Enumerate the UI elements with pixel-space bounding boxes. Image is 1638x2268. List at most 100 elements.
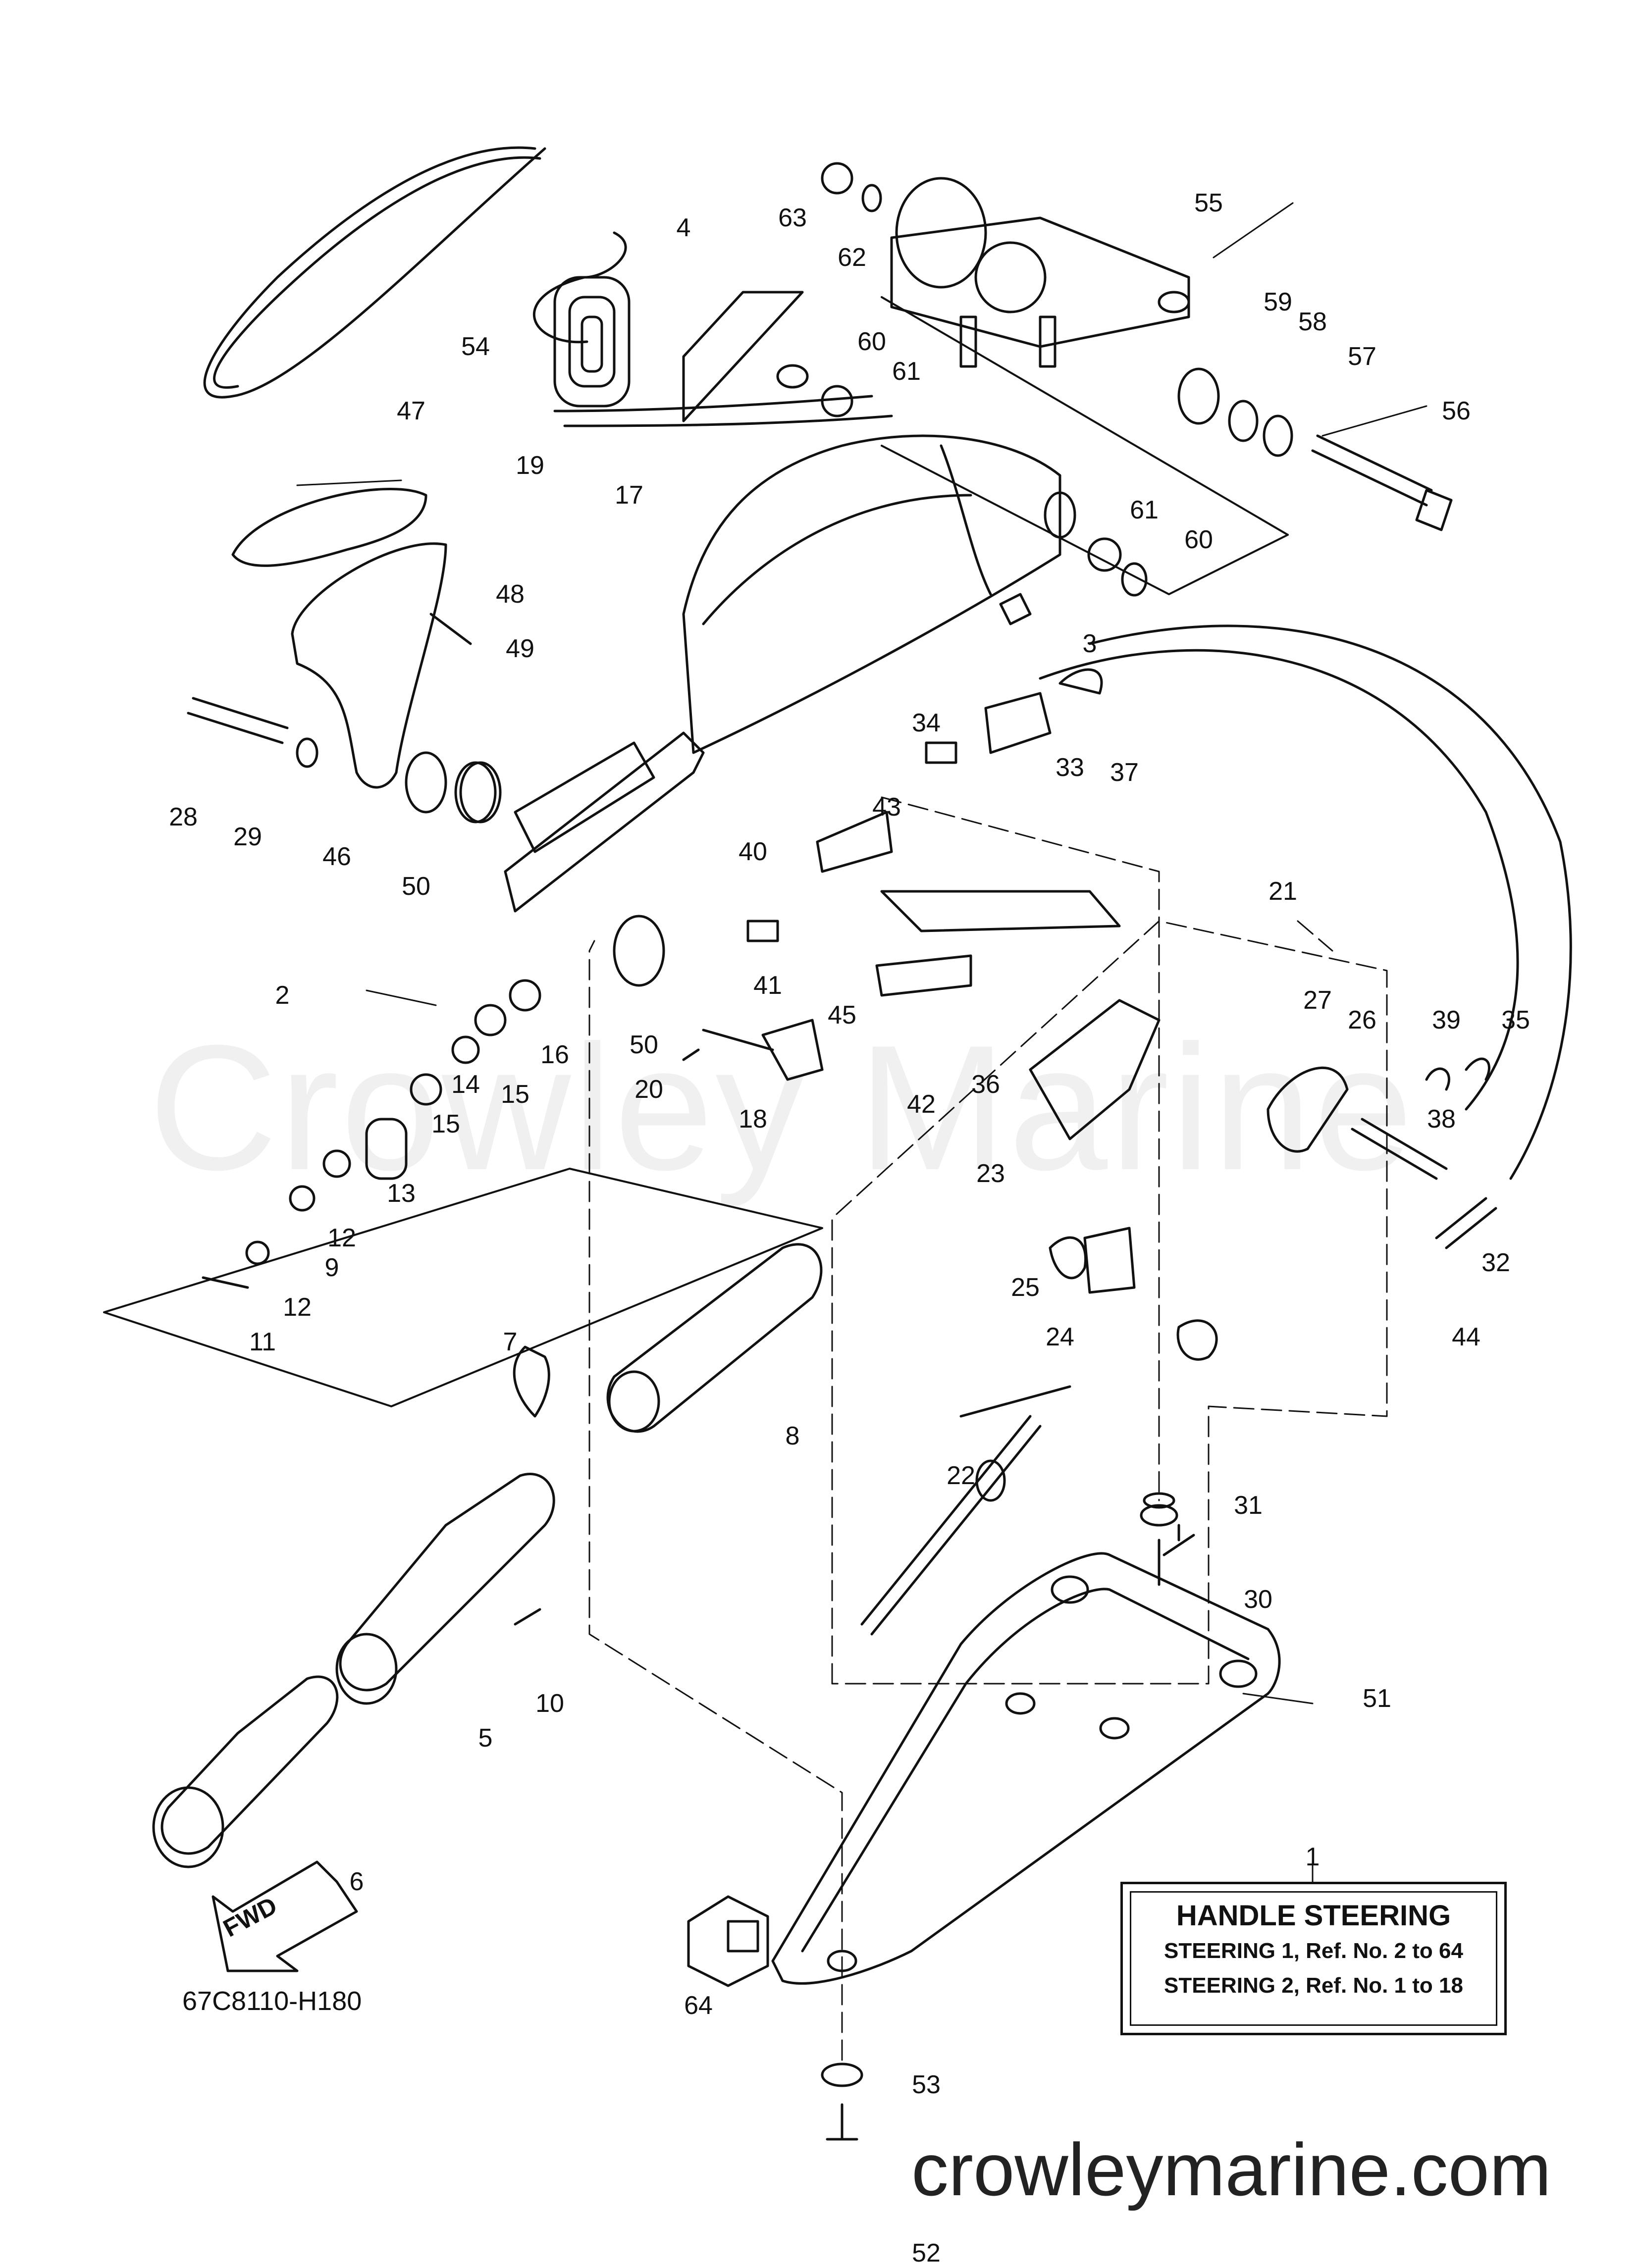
callout-number: 24	[1046, 1323, 1074, 1351]
bolt-28	[187, 697, 289, 744]
screw-48	[429, 613, 472, 645]
callout-number: 1	[1305, 1843, 1320, 1871]
callout-number: 37	[1110, 758, 1139, 787]
bushing-61-lower	[1087, 537, 1122, 572]
callout-number: 31	[1234, 1491, 1263, 1520]
callout-number: 50	[402, 872, 430, 901]
shift-mechanism	[860, 999, 1497, 1636]
bushing-50-lower	[613, 915, 665, 987]
callout-number: 35	[1501, 1006, 1530, 1034]
callout-number: 3	[1082, 629, 1097, 658]
callout-number: 41	[753, 971, 782, 1000]
legend-row-steering-1: STEERING 1, Ref. No. 2 to 64	[1164, 1939, 1463, 1963]
callout-number: 18	[739, 1105, 767, 1134]
callout-number: 49	[506, 634, 534, 663]
callout-number: 50	[630, 1031, 658, 1059]
group-outline-2	[103, 296, 1289, 1407]
washer-62	[861, 184, 882, 212]
callout-number: 59	[1264, 288, 1292, 316]
callout-number: 2	[275, 981, 290, 1010]
callout-number: 44	[1452, 1323, 1480, 1351]
callout-number: 51	[1363, 1684, 1391, 1713]
washer-58	[1228, 400, 1259, 442]
callout-number: 42	[907, 1090, 936, 1119]
washer-29	[296, 737, 318, 768]
callout-number: 5	[478, 1724, 493, 1753]
callout-number: 27	[1303, 986, 1332, 1015]
diagram-code: 67C8110-H180	[182, 1986, 362, 2016]
washer-60-lower	[1121, 562, 1148, 597]
bracket-55	[890, 177, 1190, 368]
callout-number: 11	[249, 1328, 276, 1356]
callout-number: 54	[461, 332, 490, 361]
callout-number: 14	[451, 1070, 480, 1099]
callout-leaders	[296, 202, 1427, 1883]
bushing-50-upper	[454, 761, 497, 824]
callout-number: 62	[838, 243, 866, 272]
connector-64	[687, 1895, 769, 1987]
callout-number: 63	[778, 204, 807, 232]
callout-number: 29	[233, 823, 262, 851]
callout-number: 64	[684, 1991, 713, 2020]
callout-number: 61	[892, 357, 921, 386]
callout-number: 23	[976, 1159, 1005, 1188]
callout-number: 8	[785, 1422, 800, 1450]
watermark: Crowley Marine	[149, 1008, 1415, 1207]
bolt-56	[1311, 434, 1453, 531]
clip-3	[999, 593, 1032, 625]
throttle-shaft-small-parts	[202, 979, 541, 1289]
shift-cables-right	[1039, 624, 1572, 1180]
callout-number: 56	[1442, 397, 1471, 425]
callout-number: 19	[516, 451, 544, 480]
callout-number: 34	[912, 709, 941, 737]
washer-57	[1263, 414, 1293, 457]
callout-number: 60	[1184, 525, 1213, 554]
callout-number: 33	[1056, 753, 1084, 782]
lower-cover-51	[771, 1552, 1281, 1985]
pin-20	[682, 1048, 700, 1061]
callout-number: 9	[324, 1253, 339, 1282]
callout-number: 16	[540, 1040, 569, 1069]
friction-parts	[746, 668, 1121, 997]
callout-number: 52	[912, 2239, 941, 2268]
callout-number: 39	[1432, 1006, 1461, 1034]
callout-number: 10	[535, 1689, 564, 1718]
washer-60-upper	[776, 364, 809, 389]
decal-4	[682, 291, 804, 422]
washer-53	[821, 2062, 863, 2087]
callout-number: 43	[872, 793, 901, 822]
callout-number: 30	[1244, 1585, 1272, 1614]
legend-row-steering-2: STEERING 2, Ref. No. 1 to 18	[1164, 1973, 1463, 1998]
callout-number: 57	[1348, 342, 1376, 371]
washer-31	[1140, 1504, 1178, 1527]
callout-number: 48	[496, 580, 525, 609]
assembly-outlines	[588, 796, 1388, 2061]
callout-number: 61	[1130, 496, 1159, 524]
callout-number: 55	[1194, 189, 1223, 217]
callout-number: 28	[169, 803, 198, 831]
callout-number: 32	[1481, 1248, 1510, 1277]
callout-number: 15	[501, 1080, 529, 1109]
grip-assembly-left	[231, 488, 502, 824]
callout-number: 20	[634, 1075, 663, 1104]
callout-number: 7	[503, 1328, 518, 1356]
throttle-shift-cables	[203, 146, 893, 427]
callout-number: 38	[1427, 1105, 1456, 1134]
legend-title: HANDLE STEERING	[1176, 1900, 1451, 1932]
callout-number: 15	[431, 1110, 460, 1138]
callout-number: 22	[947, 1461, 975, 1490]
callout-number: 12	[283, 1293, 312, 1322]
callout-number: 46	[322, 842, 351, 871]
grommet-54	[553, 276, 631, 408]
callout-number: 13	[387, 1179, 416, 1208]
grip-tubes	[152, 1243, 823, 1868]
callout-number: 60	[857, 327, 886, 356]
callout-number: 36	[971, 1070, 1000, 1099]
callout-number: 58	[1298, 308, 1327, 336]
site-url: crowleymarine.com	[911, 2128, 1551, 2211]
callout-number: 47	[397, 397, 425, 425]
screw-52	[826, 2103, 858, 2141]
steering-legend: HANDLE STEERING STEERING 1, Ref. No. 2 t…	[1120, 1882, 1507, 2035]
callout-number: 17	[615, 481, 643, 510]
